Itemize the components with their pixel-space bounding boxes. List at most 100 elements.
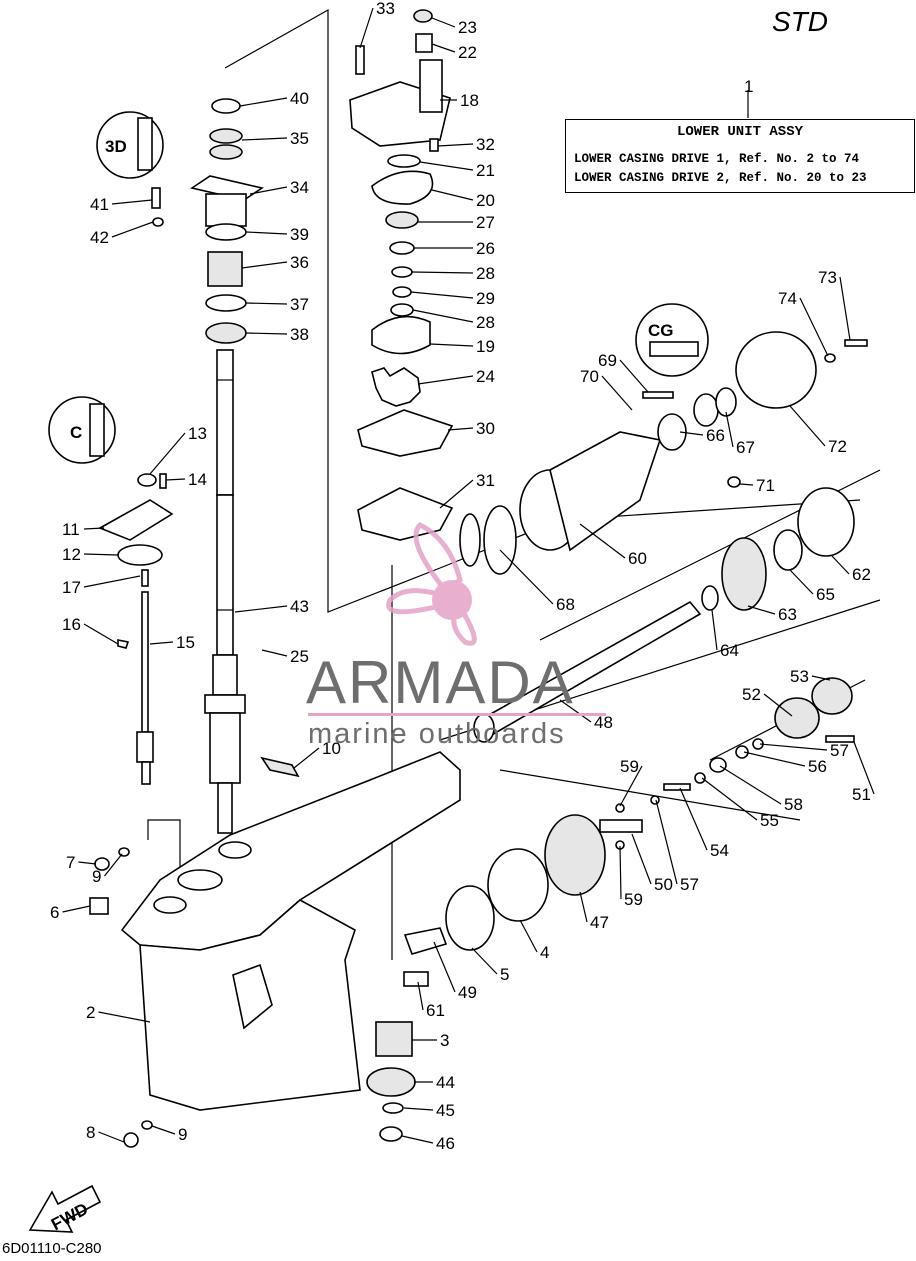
part-number-p70: 70 [580,367,599,386]
leader-p36 [241,261,288,269]
watermark-rule [308,713,606,716]
leader-p59a [619,765,643,807]
part-number-p46: 46 [436,1134,455,1153]
part-number-p69: 69 [598,351,617,370]
part-number-p4: 4 [540,943,549,962]
lower-casing [120,751,461,1111]
part-number-p12: 12 [62,545,81,564]
part-number-p42: 42 [90,228,109,247]
part-number-p59b: 59 [624,890,643,909]
leader-p63 [747,605,776,615]
callout-cg: CG [635,303,709,377]
leader-p61 [417,981,424,1011]
part-number-p47: 47 [590,913,609,932]
leader-p57a [759,743,828,751]
part-number-p24: 24 [476,367,495,386]
part-number-p31: 31 [476,471,495,490]
watermark-name: ARMADA [306,649,575,716]
leader-p52 [763,693,793,717]
part-number-p72: 72 [828,437,847,456]
part-number-p13: 13 [188,424,207,443]
leader-p21 [419,161,474,171]
leader-p15 [149,641,174,645]
part-number-p50: 50 [654,875,673,894]
leader-p57b [655,799,678,885]
leader-lines [62,7,875,1144]
leader-p28a [411,271,474,274]
leader-p51 [853,741,875,795]
leader-p54 [679,787,708,851]
leader-p9a [104,853,123,877]
leader-p69 [619,359,649,393]
part-number-p29: 29 [476,289,495,308]
part-number-p32: 32 [476,135,495,154]
variant-label: STD [772,6,828,37]
part-number-p36: 36 [290,253,309,272]
part-number-p18: 18 [460,91,479,110]
leader-p23 [431,17,456,28]
part-number-p16: 16 [62,615,81,634]
callout-cg-label: CG [648,321,674,340]
callout-3d-label: 3D [105,137,127,156]
leader-p16 [83,623,119,645]
part-number-p51: 51 [852,785,871,804]
leader-p50 [631,833,652,885]
drive-shaft [204,349,246,834]
leader-p25 [261,649,288,657]
leader-p43 [234,605,288,613]
part-number-p52: 52 [742,685,761,704]
part-number-p22: 22 [458,43,477,62]
leader-p42 [111,221,154,238]
shift-rod-group [98,473,174,785]
part-number-p65: 65 [816,585,835,604]
leader-p72 [789,405,826,447]
leader-p28b [412,309,474,323]
leader-p74 [799,297,829,357]
part-number-p21: 21 [476,161,495,180]
leader-p46 [401,1135,434,1144]
leader-p35 [241,137,288,141]
leader-p30 [447,427,474,431]
leader-p62 [831,555,850,575]
part-number-p57b: 57 [680,875,699,894]
leader-p55 [701,777,758,821]
part-number-p60: 60 [628,549,647,568]
part-number-p45: 45 [436,1101,455,1120]
leader-p40 [239,97,288,107]
part-number-p5: 5 [500,965,509,984]
leader-p6 [62,905,91,913]
leader-p17 [83,575,141,588]
leader-p73 [839,276,851,341]
part-number-p9a: 9 [92,867,101,886]
leader-p13 [149,432,186,475]
watermark-propeller [386,521,477,646]
part-number-p56: 56 [808,757,827,776]
leader-p53 [811,675,831,681]
assembly-line-2: LOWER CASING DRIVE 2, Ref. No. 20 to 23 [574,171,867,185]
assembly-info-box: LOWER UNIT ASSY LOWER CASING DRIVE 1, Re… [565,119,915,193]
leader-p24 [417,375,474,385]
part-number-p53: 53 [790,667,809,686]
leader-p65 [789,569,814,595]
leader-p67 [725,411,734,448]
leader-p32 [437,143,474,147]
part-number-p40: 40 [290,89,309,108]
part-number-p57a: 57 [830,741,849,760]
part-number-p66: 66 [706,426,725,445]
leader-p37 [245,302,288,305]
watermark-tagline: marine outboards [308,718,566,750]
part-number-p17: 17 [62,578,81,597]
leader-p64 [711,609,718,651]
leader-p41 [111,199,153,205]
part-number-p26: 26 [476,239,495,258]
part-number-p43: 43 [290,597,309,616]
leader-p14 [165,478,186,481]
part-number-p7: 7 [66,853,75,872]
part-number-p39: 39 [290,225,309,244]
leader-p34 [249,186,288,195]
leader-p70 [601,375,633,411]
part-number-p74: 74 [778,289,797,308]
leader-p60 [579,523,626,559]
part-number-p33: 33 [376,0,395,18]
water-pump-group [349,9,454,541]
